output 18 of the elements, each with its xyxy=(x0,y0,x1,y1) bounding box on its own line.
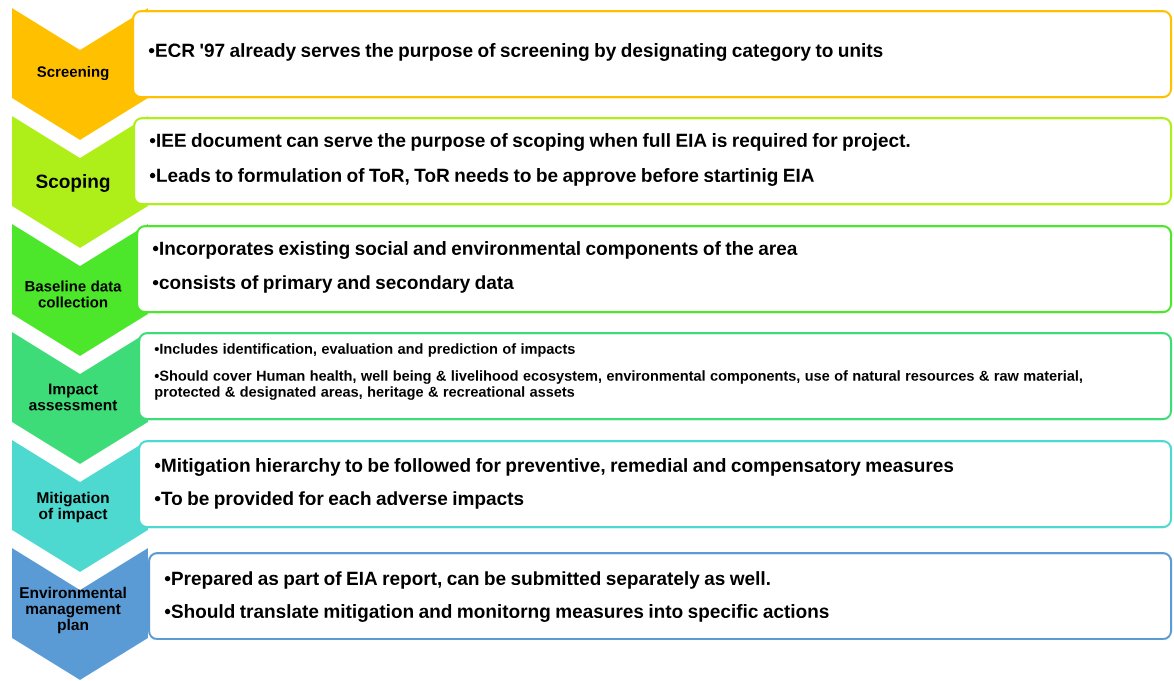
bullet-item: •To be provided for each adverse impacts xyxy=(154,491,524,509)
bullet-item: •Prepared as part of EIA report, can be submitted separately as well. xyxy=(164,571,770,589)
text-box xyxy=(136,225,1173,314)
bullet-item: •consists of primary and secondary data xyxy=(152,275,514,293)
bullet-item: •Incorporates existing social and environmental components of the area xyxy=(152,241,798,259)
text-box xyxy=(148,552,1173,641)
text-box xyxy=(138,440,1173,529)
text-box xyxy=(138,332,1173,421)
bullet-item: •Leads to formulation of ToR, ToR needs to be approve before startinig EIA xyxy=(149,168,814,186)
bullet-item: •ECR '97 already serves the purpose of screening by designating category to units xyxy=(148,43,883,61)
text-box xyxy=(133,117,1173,206)
bullet-item: •Should cover Human health, well being & livelihood ecosystem, environmental components, use of natural resources & raw material, protected & designated areas, heritage & recreational assets xyxy=(154,370,1082,400)
bullet-item: •Mitigation hierarchy to be followed for preventive, remedial and compensatory measures xyxy=(154,458,954,476)
bullet-item: •Includes identification, evaluation and prediction of impacts xyxy=(154,343,575,357)
bullet-item: •IEE document can serve the purpose of scoping when full EIA is required for project. xyxy=(149,133,910,151)
text-box xyxy=(132,10,1173,99)
bullet-item: •Should translate mitigation and monitorng measures into specific actions xyxy=(164,604,829,622)
chevron-step: Environmental management plan xyxy=(12,548,148,680)
